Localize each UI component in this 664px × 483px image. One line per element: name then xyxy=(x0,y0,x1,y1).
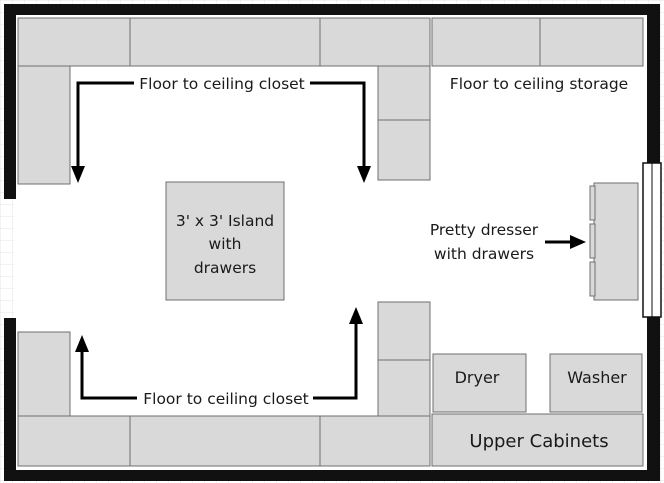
storage-label: Floor to ceiling storage xyxy=(450,75,628,93)
island-label-line1: 3' x 3' Island xyxy=(176,212,274,230)
wall-right-lower xyxy=(647,316,660,481)
storage-cabinets xyxy=(431,17,644,67)
room-floor xyxy=(14,14,648,471)
upper-cabinets-label: Upper Cabinets xyxy=(469,431,608,452)
closet-top-arrows xyxy=(71,81,371,183)
wall-right-upper xyxy=(647,4,660,164)
wall-left-upper xyxy=(4,4,16,199)
wall-bottom xyxy=(4,470,660,481)
closet-bottom-arrows xyxy=(75,307,363,400)
closet-bottom-label: Floor to ceiling closet xyxy=(143,390,309,408)
island-label-line2: with xyxy=(209,235,242,253)
dresser-label-line2: with drawers xyxy=(434,245,534,263)
walls xyxy=(4,4,660,481)
washer-label: Washer xyxy=(567,368,627,387)
dresser-arrow xyxy=(545,235,586,249)
washer xyxy=(549,353,643,413)
dresser-label-line1: Pretty dresser xyxy=(430,221,539,239)
closet-top-cabinets xyxy=(17,17,431,185)
island xyxy=(165,181,285,301)
dryer-label: Dryer xyxy=(455,368,500,387)
dryer xyxy=(432,353,527,413)
closet-bottom-cabinets xyxy=(17,301,431,467)
island-label-line3: drawers xyxy=(194,259,256,277)
closet-top-label: Floor to ceiling closet xyxy=(139,75,305,93)
wall-left-lower xyxy=(4,318,16,481)
upper-cabinets xyxy=(431,413,644,467)
window xyxy=(642,162,662,318)
dresser xyxy=(589,182,639,301)
wall-top xyxy=(4,4,660,15)
